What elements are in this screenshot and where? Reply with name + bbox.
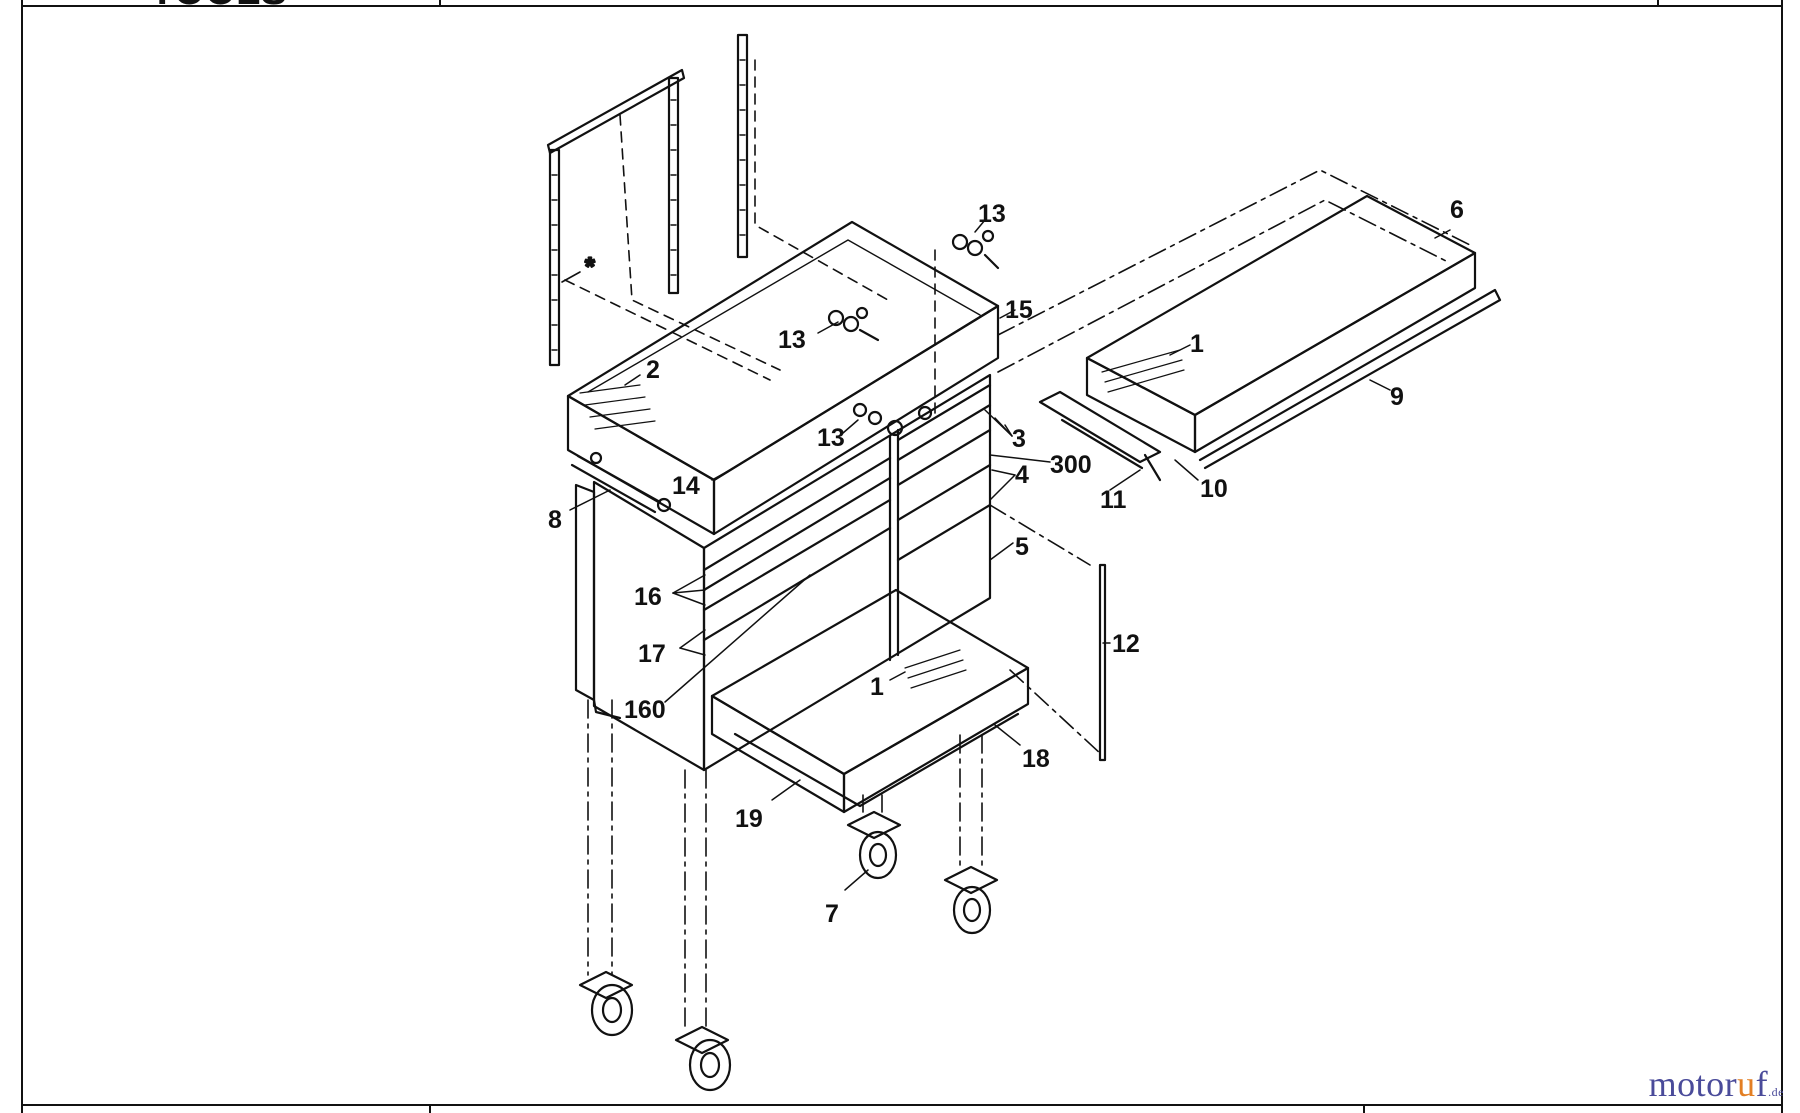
lock-assembly-front [852,402,933,437]
drawer-guide-lines [989,504,1103,756]
callout-3: 3 [1012,425,1026,453]
callout-14: 14 [672,472,700,500]
callout-4: 4 [1015,461,1029,489]
callout-7: 7 [825,900,839,928]
callout-1-top: 1 [1190,330,1204,358]
caster-front-right [674,1025,732,1092]
lock-assembly-mid [827,306,880,342]
side-bar [1098,563,1107,762]
cabinet-top [566,220,1000,536]
callout-2: 2 [646,356,660,384]
caster-front-left [578,970,634,1037]
callout-13-top: 13 [978,200,1006,228]
callout-5: 5 [1015,533,1029,561]
caster-rear-left [846,810,902,880]
drawer-slide [1038,390,1162,482]
divider-rail-left [546,68,686,367]
bottom-drawer [710,588,1030,814]
leader-lines [569,219,1451,891]
cabinet-body [574,373,992,772]
callout-15: 15 [1005,296,1033,324]
callout-10: 10 [1200,475,1228,503]
assembly-guide-lines [564,59,936,421]
watermark-logo: motoruf.de [1648,1064,1784,1104]
callout-17: 17 [638,640,666,668]
callout-300: 300 [1050,451,1092,479]
caster-rear-right [943,865,999,935]
callout-160: 160 [624,696,666,724]
callout-16: 16 [634,583,662,611]
callout-12: 12 [1112,630,1140,658]
callout-labels: 13 15 6 1 9 2 13 13 3 300 4 14 8 10 11 5… [548,196,1464,928]
liner-hatching [579,349,1185,689]
callout-11: 11 [1100,486,1127,514]
callout-8: 8 [548,506,562,534]
lock-assembly-top [951,229,1000,270]
callout-6: 6 [1450,196,1464,224]
callout-13-mid: 13 [778,326,806,354]
callout-18: 18 [1022,745,1050,773]
top-tray-drawer [1085,194,1502,470]
callout-19: 19 [735,805,763,833]
drawing-frame [21,0,1783,1113]
caster-guide-lines [587,699,983,1031]
callout-9: 9 [1390,383,1404,411]
header-logo: TOOLS [150,0,287,13]
callout-13-front: 13 [817,424,845,452]
divider-rail-right [736,33,749,259]
asterisk-mark: * [585,253,595,281]
tray-guide-lines [997,169,1471,373]
side-handle [570,451,672,514]
callout-1-bottom: 1 [870,673,884,701]
